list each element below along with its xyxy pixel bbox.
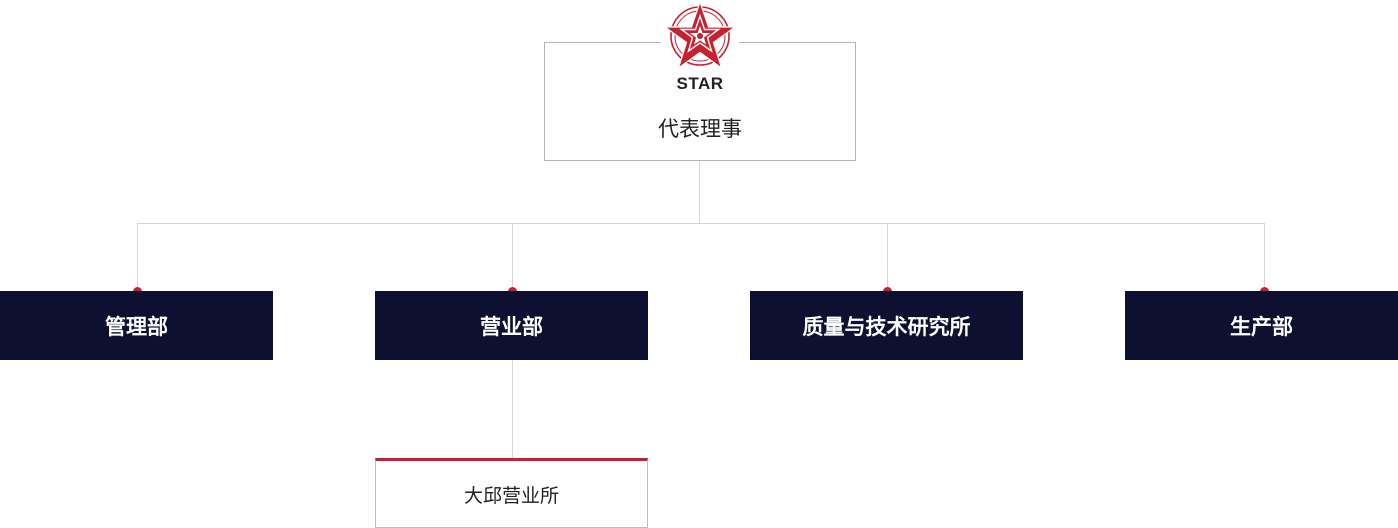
office-daegu: 大邱营业所 [375,458,648,528]
star-emblem-icon [663,0,737,70]
connector-drop-sales [512,223,513,291]
office-label: 大邱营业所 [463,484,559,507]
connector-horizontal [137,223,1265,224]
connector-sales-to-office [512,360,513,458]
connector-drop-quality [887,223,888,291]
dept-production: 生产部 [1125,291,1398,360]
connector-drop-production [1264,223,1265,291]
dept-label: 管理部 [105,314,168,339]
dept-management: 管理部 [0,291,273,360]
company-logo: STAR [661,0,739,94]
connector-drop-management [137,223,138,291]
connector-top-vertical [699,161,700,223]
logo-text: STAR [676,74,724,93]
dept-sales: 营业部 [375,291,648,360]
ceo-title: 代表理事 [658,117,742,141]
dept-quality-tech-institute: 质量与技术研究所 [750,291,1023,360]
dept-label: 生产部 [1230,314,1293,339]
dept-label: 营业部 [480,314,543,339]
dept-label: 质量与技术研究所 [802,314,971,339]
